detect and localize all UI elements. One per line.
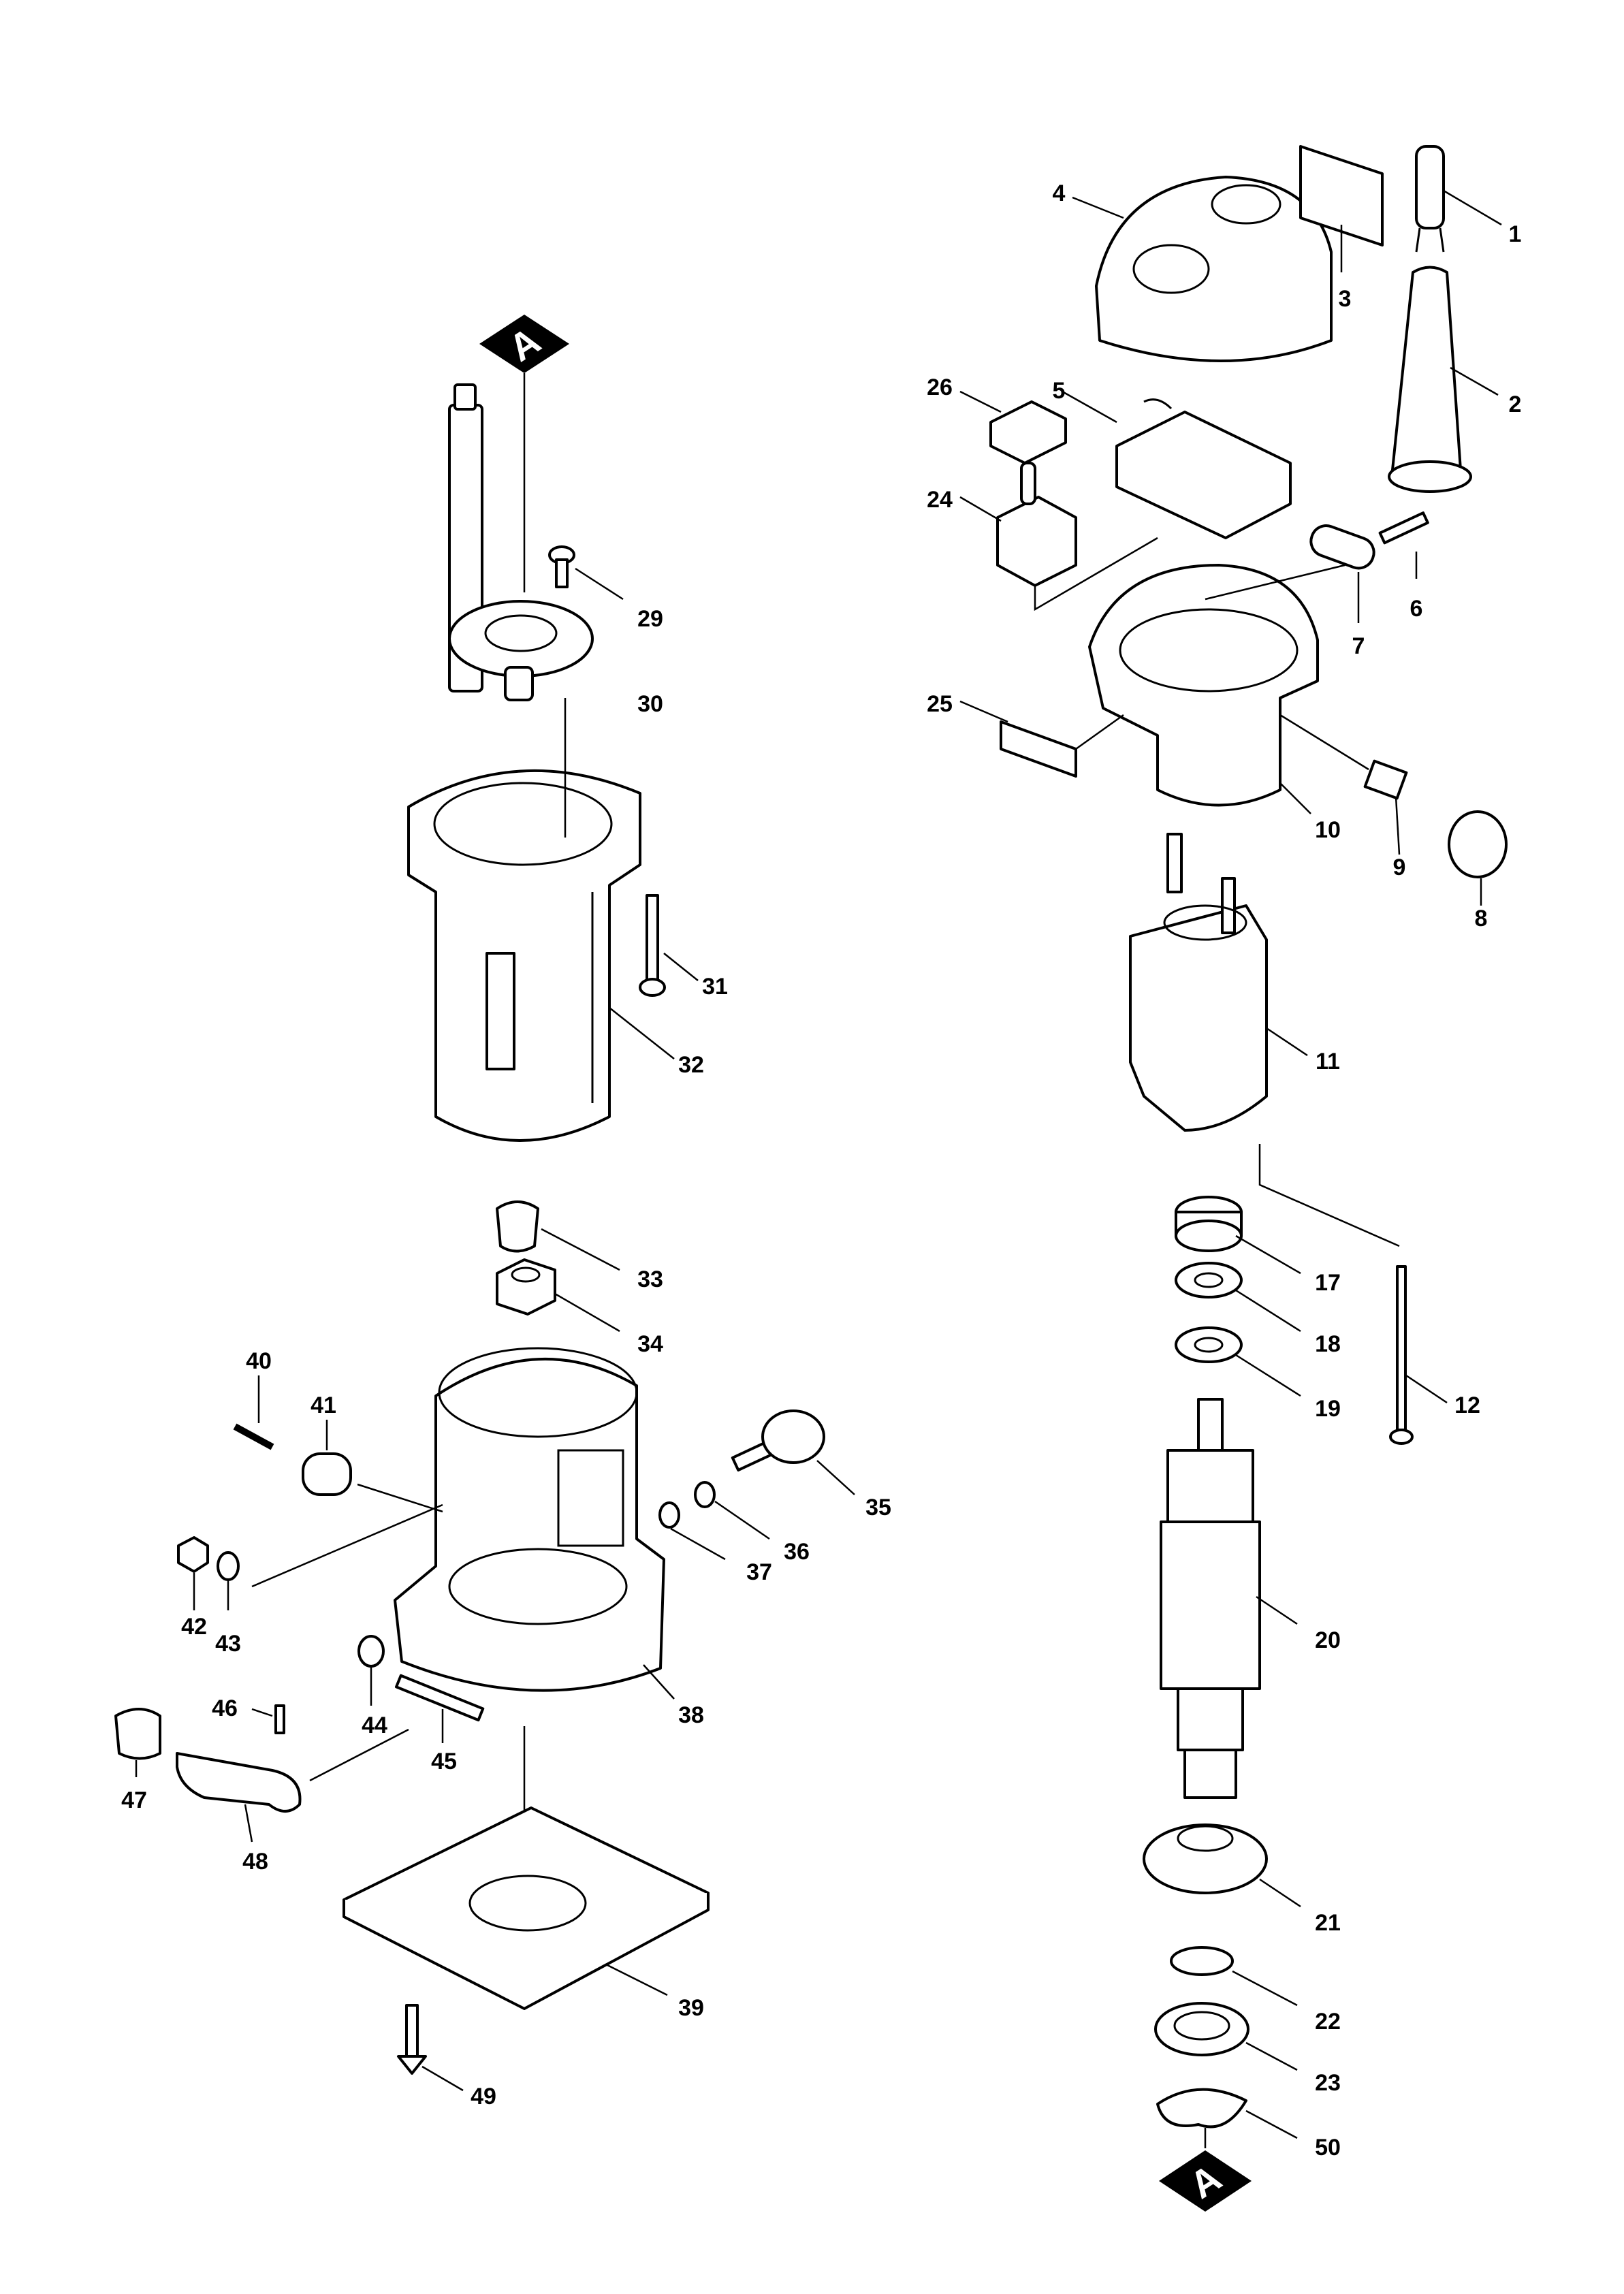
label-4: 4 [1053, 180, 1066, 206]
part-9-carbon-brush [1279, 714, 1408, 855]
label-23: 23 [1315, 2070, 1341, 2096]
label-49: 49 [471, 2084, 496, 2109]
label-3: 3 [1339, 286, 1352, 312]
label-41: 41 [311, 1392, 336, 1418]
part-38-base-body [394, 1347, 675, 1700]
label-2: 2 [1509, 392, 1522, 417]
part-8-brush-cap [1448, 810, 1508, 906]
part-26-connector [959, 390, 1067, 464]
part-43-washer [217, 1503, 443, 1610]
part-18-bearing [1175, 1262, 1301, 1333]
label-18: 18 [1315, 1331, 1341, 1357]
label-7: 7 [1352, 633, 1365, 659]
part-41-sleeve [302, 1420, 443, 1513]
part-17-bearing-cap [1175, 1196, 1301, 1275]
marker-a-bottom: A [1159, 2150, 1252, 2212]
part-39-base-plate [343, 1726, 710, 2010]
part-2-cord-guard [1388, 266, 1499, 493]
label-21: 21 [1315, 1910, 1341, 1936]
label-5: 5 [1053, 378, 1066, 404]
part-4-end-cap [1072, 176, 1333, 362]
label-11: 11 [1316, 1049, 1340, 1074]
label-24: 24 [927, 487, 953, 513]
part-49-screw [397, 2004, 464, 2092]
part-labels: 1 2 3 4 5 6 7 8 9 10 11 12 17 18 19 20 2… [121, 180, 1521, 2161]
part-42-nut [177, 1536, 209, 1610]
part-32-motor-housing [407, 698, 675, 1142]
part-35-knob-screw [731, 1409, 855, 1495]
label-10: 10 [1315, 817, 1341, 843]
label-48: 48 [242, 1849, 268, 1875]
part-19-bearing-box [1175, 1326, 1301, 1397]
label-29: 29 [637, 606, 663, 632]
label-30: 30 [637, 691, 663, 717]
part-48-lever [176, 1728, 409, 1843]
marker-a-top: A [479, 315, 569, 592]
part-7-plate [1309, 524, 1375, 623]
part-5-brush-holder [1062, 390, 1292, 539]
label-33: 33 [637, 1267, 663, 1292]
label-35: 35 [865, 1495, 891, 1520]
label-32: 32 [678, 1052, 704, 1078]
label-31: 31 [702, 974, 728, 1000]
part-29-screw [548, 545, 624, 601]
part-6-screw [1378, 511, 1429, 579]
part-11-field [1129, 833, 1400, 1247]
part-10-housing [1088, 564, 1346, 814]
part-47-cap [114, 1708, 161, 1777]
label-19: 19 [1315, 1396, 1341, 1422]
part-3-label [1299, 145, 1384, 272]
part-50-wave-washer [1156, 2088, 1298, 2148]
label-39: 39 [678, 1995, 704, 2021]
part-21-fan [1143, 1823, 1301, 1908]
label-8: 8 [1475, 906, 1488, 931]
label-20: 20 [1315, 1627, 1341, 1653]
label-25: 25 [927, 691, 953, 717]
label-37: 37 [746, 1559, 772, 1585]
label-17: 17 [1315, 1270, 1341, 1296]
part-40-pin [233, 1375, 274, 1450]
part-23-ball-bearing [1154, 2002, 1298, 2071]
part-36-washer [694, 1481, 770, 1540]
label-42: 42 [181, 1614, 207, 1640]
part-45-bolt [395, 1674, 485, 1743]
part-1-cord [1415, 145, 1502, 253]
part-46-pin [251, 1704, 285, 1734]
label-12: 12 [1454, 1392, 1480, 1418]
label-50: 50 [1315, 2135, 1341, 2161]
label-22: 22 [1315, 2009, 1341, 2035]
part-44-washer [357, 1635, 385, 1706]
part-33-collet-cone [496, 1200, 620, 1271]
label-43: 43 [215, 1631, 241, 1657]
label-6: 6 [1410, 596, 1423, 622]
label-44: 44 [362, 1712, 387, 1738]
label-36: 36 [784, 1539, 810, 1565]
part-12-long-screw [1389, 1265, 1448, 1445]
part-20-armature [1160, 1398, 1298, 1799]
part-34-nut [496, 1258, 620, 1333]
label-26: 26 [927, 375, 953, 400]
part-30-guide-assembly [448, 383, 594, 701]
part-31-screw [639, 894, 699, 997]
label-40: 40 [246, 1348, 272, 1374]
label-46: 46 [212, 1695, 238, 1721]
label-34: 34 [637, 1331, 663, 1357]
label-1: 1 [1509, 221, 1522, 247]
part-24-switch [959, 462, 1158, 611]
part-22-retaining-ring [1170, 1946, 1298, 2007]
label-47: 47 [121, 1787, 147, 1813]
label-45: 45 [431, 1749, 457, 1774]
part-37-washer [658, 1501, 726, 1561]
label-9: 9 [1393, 855, 1406, 880]
part-25-label [959, 700, 1124, 778]
label-38: 38 [678, 1702, 704, 1728]
